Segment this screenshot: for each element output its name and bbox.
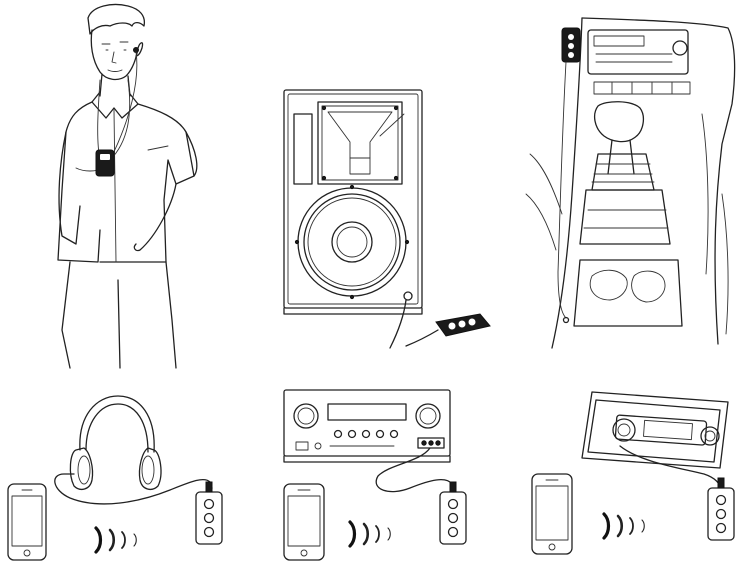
receiver-icon bbox=[562, 28, 580, 62]
receiver-icon bbox=[708, 478, 734, 540]
scene-person-wearing-receiver bbox=[40, 0, 230, 370]
wireless-signal-icon bbox=[96, 528, 136, 552]
receiver-icon bbox=[196, 482, 222, 544]
receiver-icon bbox=[406, 314, 490, 346]
headphones-icon bbox=[70, 396, 161, 489]
car-interior-icon bbox=[522, 14, 740, 354]
smartphone-icon bbox=[532, 474, 572, 554]
car-stereo-icon bbox=[582, 392, 728, 468]
scene-phone-to-amplifier bbox=[270, 380, 490, 571]
person-icon bbox=[40, 0, 230, 370]
receiver-icon bbox=[440, 482, 466, 544]
scene-phone-to-car-stereo bbox=[520, 388, 740, 571]
scene-car-console-connection bbox=[522, 14, 740, 354]
receiver-icon bbox=[96, 150, 114, 176]
smartphone-icon bbox=[284, 484, 324, 560]
wireless-signal-icon bbox=[350, 522, 390, 546]
scene-speaker-connection bbox=[280, 86, 500, 356]
scene-phone-to-headphones bbox=[0, 390, 250, 571]
amplifier-icon bbox=[284, 390, 450, 462]
smartphone-icon bbox=[8, 484, 46, 560]
wireless-signal-icon bbox=[604, 514, 644, 538]
speaker-icon bbox=[280, 86, 500, 356]
